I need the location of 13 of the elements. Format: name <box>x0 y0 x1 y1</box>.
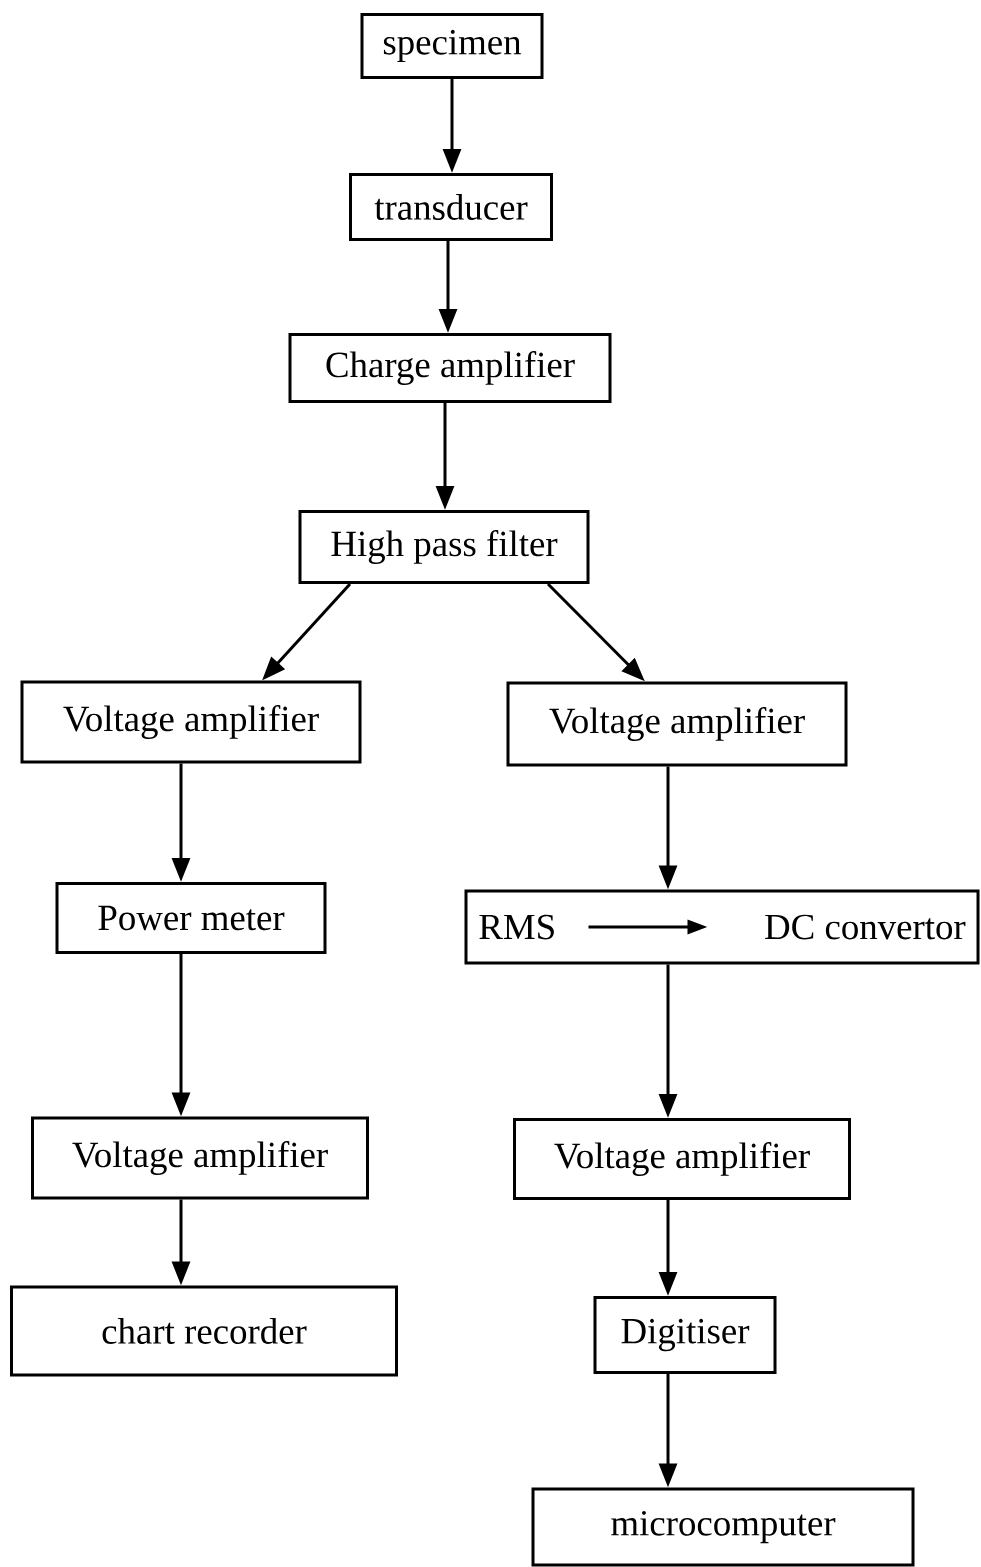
process-box: chart recorder <box>10 1285 398 1377</box>
process-box: Voltage amplifier <box>31 1116 369 1200</box>
process-box: High pass filter <box>298 510 590 584</box>
process-box: transducer <box>349 173 553 241</box>
converter-box: RMS DC convertor <box>464 889 980 965</box>
process-box: microcomputer <box>531 1487 915 1567</box>
process-box: Power meter <box>55 882 327 954</box>
process-box: Voltage amplifier <box>506 681 848 767</box>
process-box: specimen <box>360 13 544 79</box>
process-box: Charge amplifier <box>288 333 612 403</box>
process-box: Voltage amplifier <box>513 1118 851 1200</box>
process-box: Digitiser <box>593 1296 777 1374</box>
process-box: Voltage amplifier <box>20 680 362 764</box>
